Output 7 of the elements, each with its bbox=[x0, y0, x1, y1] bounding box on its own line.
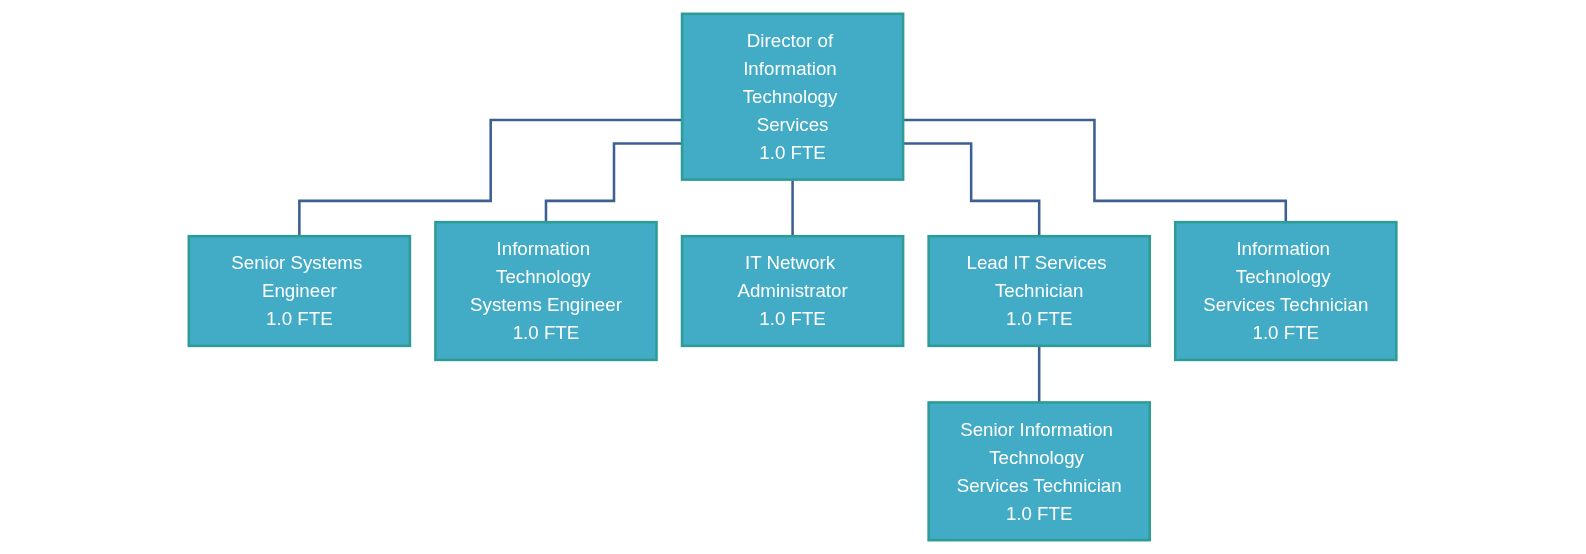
node-box: Senior Information Technology Services Technician 1.0 FTE bbox=[927, 401, 1152, 542]
node-box: IT Network Administrator 1.0 FTE bbox=[681, 234, 905, 348]
node-box: Information Technology Services Technician 1.0 FTE bbox=[1174, 220, 1399, 362]
node-box: Information Technology Systems Engineer 1.0 FTE bbox=[434, 220, 659, 362]
node-box: Director of Information Technology Services 1.0 FTE bbox=[681, 12, 905, 181]
node-box: Lead IT Services Technician 1.0 FTE bbox=[927, 234, 1152, 348]
node-box: Senior Systems Engineer 1.0 FTE bbox=[187, 234, 412, 348]
